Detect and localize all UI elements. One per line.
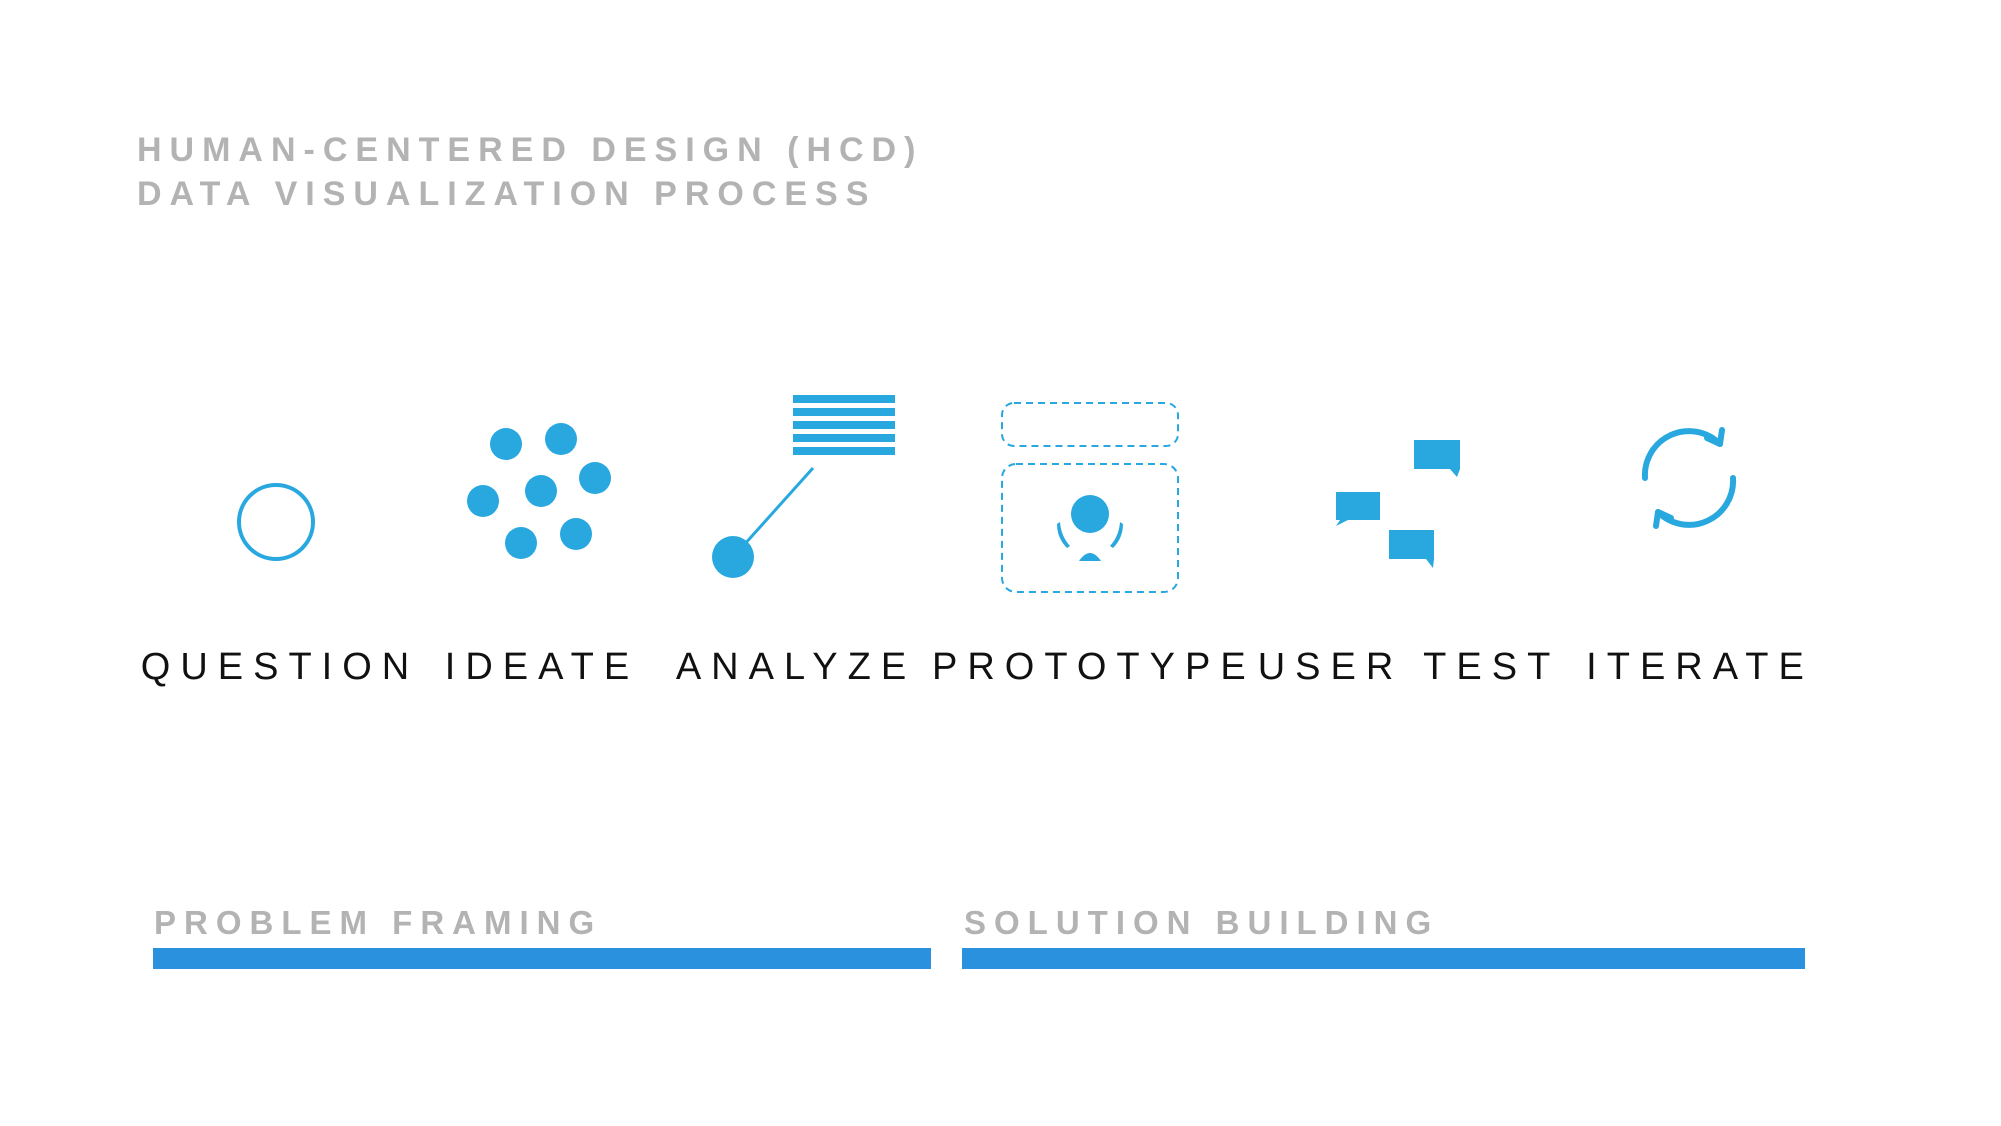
magnify-lines-icon bbox=[712, 395, 895, 578]
dots-cluster-icon bbox=[467, 423, 611, 559]
step-label-question: QUESTION bbox=[140, 646, 420, 688]
phase-bar-problem-framing bbox=[153, 948, 931, 969]
chat-bubbles-icon bbox=[1336, 440, 1460, 568]
title-line-2: DATA VISUALIZATION PROCESS bbox=[137, 175, 877, 213]
phase-label-problem-framing: PROBLEM FRAMING bbox=[154, 904, 603, 941]
step-label-analyze: ANALYZE bbox=[675, 646, 917, 688]
wireframe-icon bbox=[1001, 402, 1179, 593]
circle-outline-icon bbox=[237, 483, 315, 561]
page-title: HUMAN-CENTERED DESIGN (HCD) DATA VISUALI… bbox=[137, 128, 1037, 216]
step-label-ideate: IDEATE bbox=[444, 646, 640, 688]
title-line-1: HUMAN-CENTERED DESIGN (HCD) bbox=[137, 131, 924, 169]
step-label-prototype: PROTOTYPE bbox=[932, 646, 1256, 688]
step-label-user-test: USER TEST bbox=[1257, 646, 1561, 688]
step-label-iterate: ITERATE bbox=[1586, 646, 1814, 688]
phase-bar-solution-building bbox=[962, 948, 1805, 969]
refresh-arrows-icon bbox=[1641, 427, 1737, 529]
phase-label-solution-building: SOLUTION BUILDING bbox=[964, 904, 1440, 941]
